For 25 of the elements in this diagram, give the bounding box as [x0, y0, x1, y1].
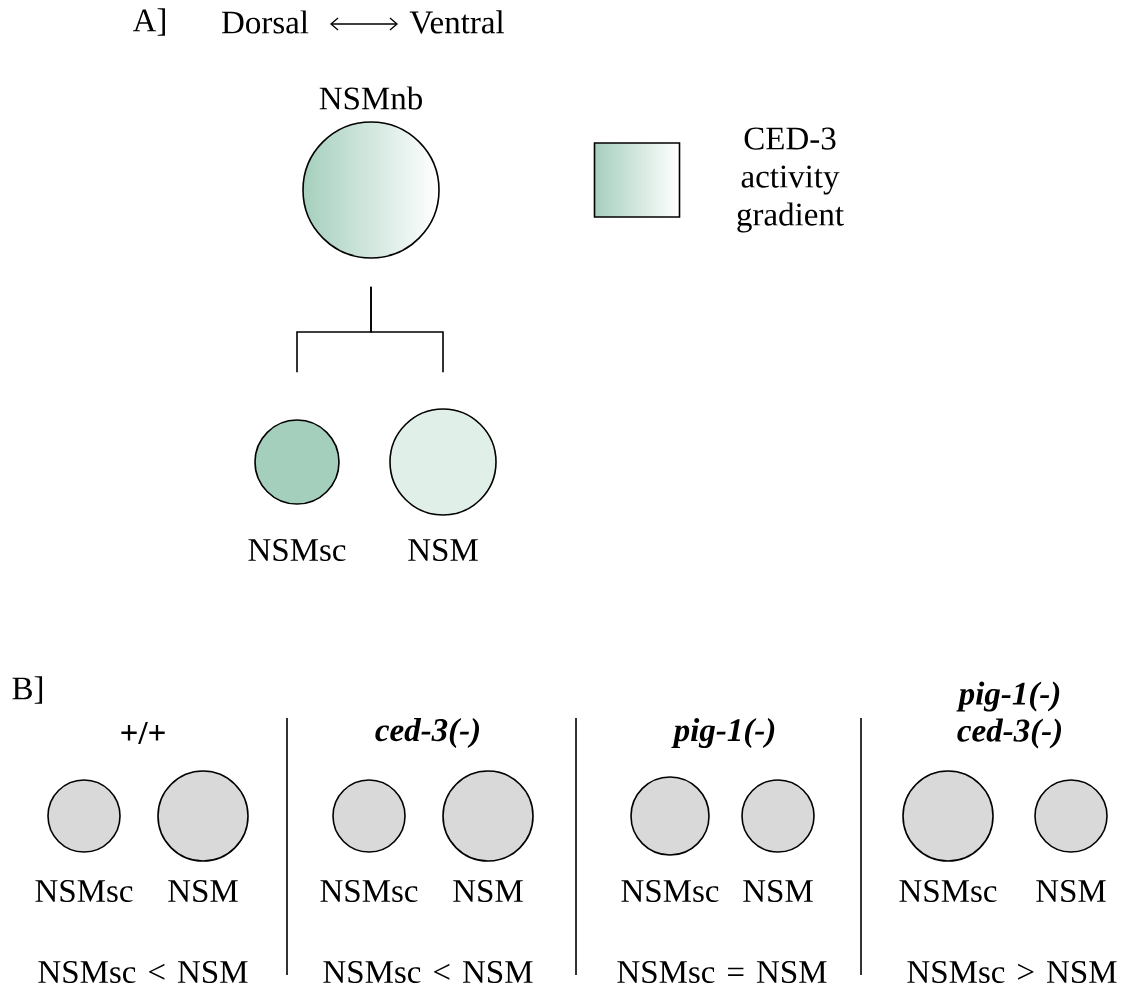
- cell-label: NSM: [1036, 879, 1106, 903]
- cell-label: NSMnb: [319, 86, 422, 110]
- genotype-heading: pig-1(-) ced-3(-): [956, 681, 1062, 749]
- cell-label: NSMsc: [899, 879, 997, 903]
- genotype-heading: pig-1(-): [671, 718, 775, 748]
- size-comparison: NSMsc > NSM: [907, 960, 1117, 984]
- cell-label: NSM: [408, 538, 478, 562]
- legend-text: CED-3 activity gradient: [737, 127, 844, 233]
- cell-label: NSM: [453, 879, 523, 903]
- cell-label: NSMsc: [320, 879, 418, 903]
- size-comparison: NSMsc = NSM: [617, 960, 827, 984]
- cell-label: NSM: [168, 879, 238, 903]
- axis-label: Ventral: [409, 10, 504, 34]
- panel-letter: B]: [12, 676, 43, 704]
- cell-label: NSMsc: [35, 879, 133, 903]
- panel-letter: A]: [132, 8, 165, 36]
- genotype-heading: +/+: [121, 722, 165, 745]
- lineage-line: [370, 286, 444, 373]
- axis-label: Dorsal: [221, 10, 309, 34]
- size-comparison: NSMsc < NSM: [323, 960, 533, 984]
- cell-label: NSM: [743, 879, 813, 903]
- cell-label: NSMsc: [621, 879, 719, 903]
- cell-label: NSMsc: [248, 538, 346, 562]
- size-comparison: NSMsc < NSM: [38, 960, 248, 984]
- genotype-heading: ced-3(-): [375, 718, 480, 748]
